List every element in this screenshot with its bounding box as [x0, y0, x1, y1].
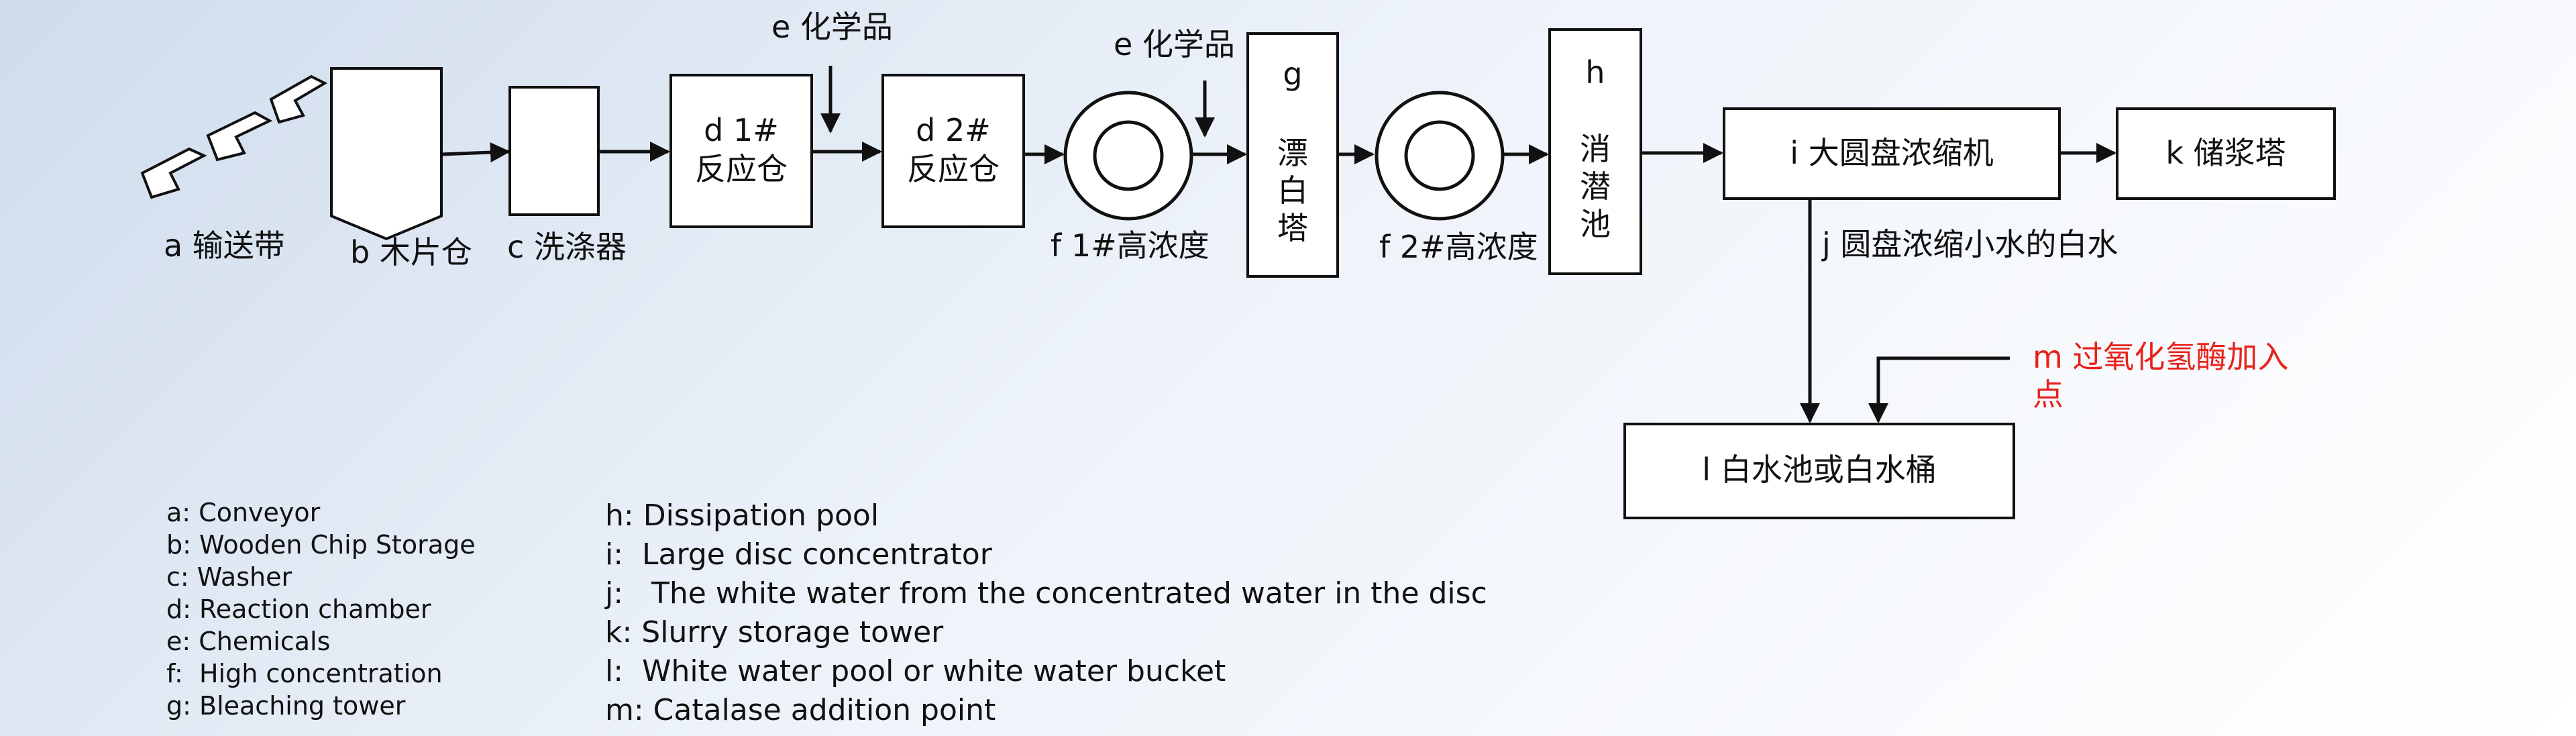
slurry-tower-label: k 储浆塔: [2165, 135, 2286, 171]
legend-item: i: Large disc concentrator: [605, 537, 992, 572]
white-water-label: j 圆盘浓缩小水的白水: [1821, 226, 2118, 262]
dissipation-pool-char3: 池: [1580, 206, 1611, 242]
hc2-label: f 2#高浓度: [1379, 229, 1538, 265]
hc2-rings: [1375, 91, 1505, 221]
reactor2-box: [881, 74, 1025, 228]
legend-item: f: High concentration: [166, 659, 443, 688]
dissipation-pool-letter: h: [1585, 54, 1605, 91]
reactor1-box: [669, 74, 813, 228]
reactor1-line2: 反应仓: [695, 151, 788, 187]
catalase-point-line2: 点: [2033, 376, 2063, 413]
arrow-storage-to-washer: [441, 142, 511, 163]
bleach-tower-char2: 白: [1277, 172, 1308, 209]
chip-storage-label: b 木片仓: [350, 234, 472, 270]
hc1-rings: [1063, 91, 1193, 221]
chemicals-label-2: e 化学品: [1114, 26, 1235, 62]
disc-concentrator-label: i 大圆盘浓缩机: [1790, 135, 1993, 171]
legend-item: l: White water pool or white water bucke…: [605, 654, 1226, 688]
reactor2-line2: 反应仓: [907, 151, 1000, 187]
legend-item: g: Bleaching tower: [166, 691, 406, 721]
white-water-pool-box: [1623, 423, 2015, 519]
hc1-label: f 1#高浓度: [1051, 227, 1210, 264]
bleach-tower-char3: 塔: [1277, 210, 1308, 246]
legend-item: j: The white water from the concentrated…: [605, 576, 1487, 611]
white-water-pool-label: l 白水池或白水桶: [1702, 452, 1936, 488]
dissipation-pool-char1: 消: [1580, 131, 1611, 167]
legend-item: c: Washer: [166, 562, 292, 592]
reactor1-line1: d 1#: [704, 112, 779, 148]
bleach-tower-letter: g: [1283, 56, 1302, 92]
chemicals-label-1: e 化学品: [771, 9, 893, 45]
dissipation-pool-char2: 潜: [1580, 168, 1611, 205]
arrow-catalase-feed: [1868, 356, 2010, 423]
legend-item: k: Slurry storage tower: [605, 615, 944, 649]
legend-item: d: Reaction chamber: [166, 594, 431, 624]
legend-item: e: Chemicals: [166, 627, 331, 656]
washer-box: [508, 86, 600, 216]
bleach-tower-char1: 漂: [1277, 135, 1308, 171]
legend-item: b: Wooden Chip Storage: [166, 530, 476, 560]
legend-item: h: Dissipation pool: [605, 498, 879, 533]
legend-item: a: Conveyor: [166, 498, 321, 527]
slurry-tower-box: [2116, 107, 2336, 200]
catalase-point-line1: m 过氧化氢酶加入: [2033, 339, 2288, 375]
legend-item: m: Catalase addition point: [605, 693, 996, 727]
conveyor-label: a 输送带: [164, 227, 285, 264]
conveyor-icon: [140, 74, 328, 199]
chip-storage-bin: [330, 67, 443, 241]
reactor2-line1: d 2#: [916, 112, 991, 148]
bleach-tower-box: [1246, 32, 1339, 278]
legend-right: h: Dissipation pool i: Large disc concen…: [605, 496, 1487, 730]
legend-left: a: Conveyor b: Wooden Chip Storage c: Wa…: [166, 496, 476, 722]
washer-label: c 洗涤器: [507, 229, 627, 265]
dissipation-pool-box: [1548, 28, 1642, 275]
